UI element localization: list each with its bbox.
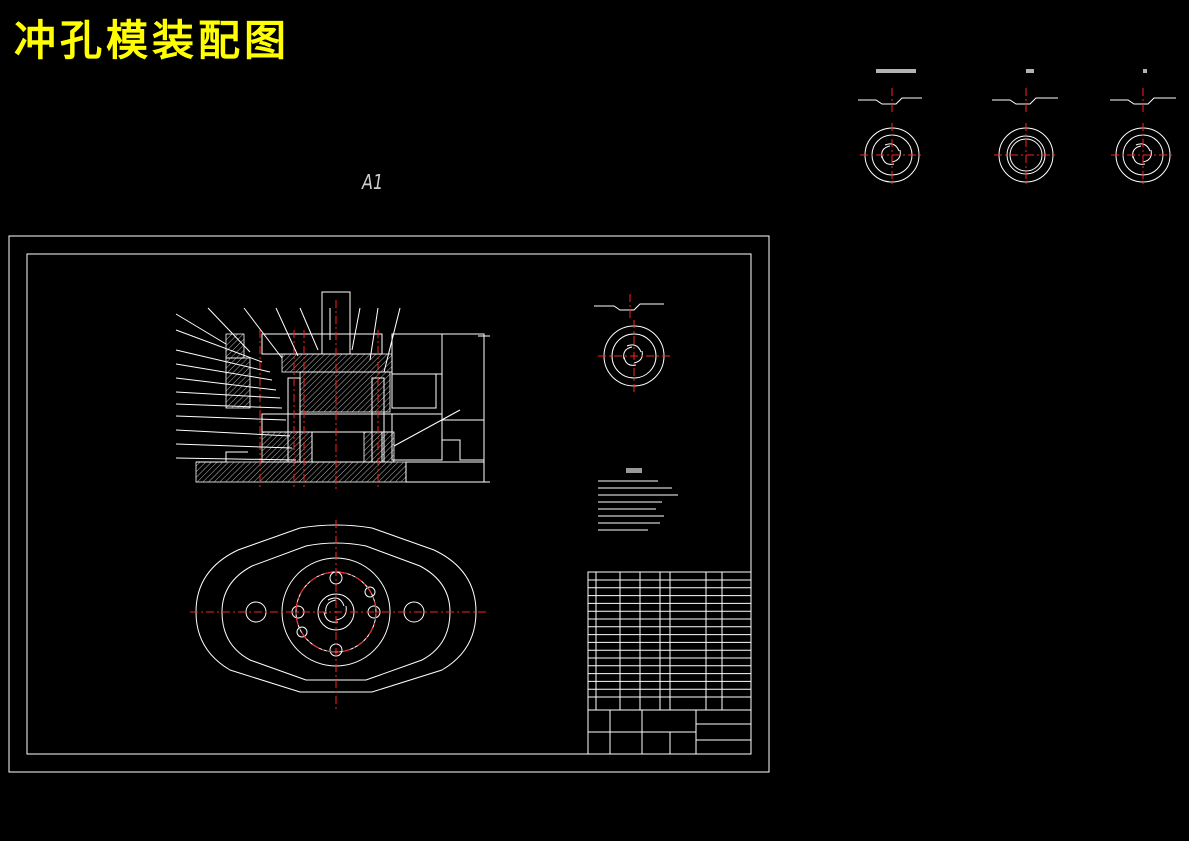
detail-view-frame bbox=[594, 294, 670, 392]
detail-circle-2 bbox=[994, 123, 1058, 187]
detail-circle-3 bbox=[1111, 123, 1175, 187]
plan-view bbox=[190, 520, 488, 712]
parts-list-table bbox=[587, 571, 752, 755]
detail-views-top-right bbox=[858, 69, 1176, 187]
sheet-size-label: A1 bbox=[362, 170, 384, 194]
detail-circle-1 bbox=[860, 123, 924, 187]
technical-requirements bbox=[598, 468, 678, 531]
section-view bbox=[175, 291, 490, 490]
sheet-inner-border bbox=[26, 253, 752, 755]
drawing-title: 冲孔模装配图 bbox=[14, 16, 291, 65]
sheet-outer-border bbox=[8, 235, 770, 773]
